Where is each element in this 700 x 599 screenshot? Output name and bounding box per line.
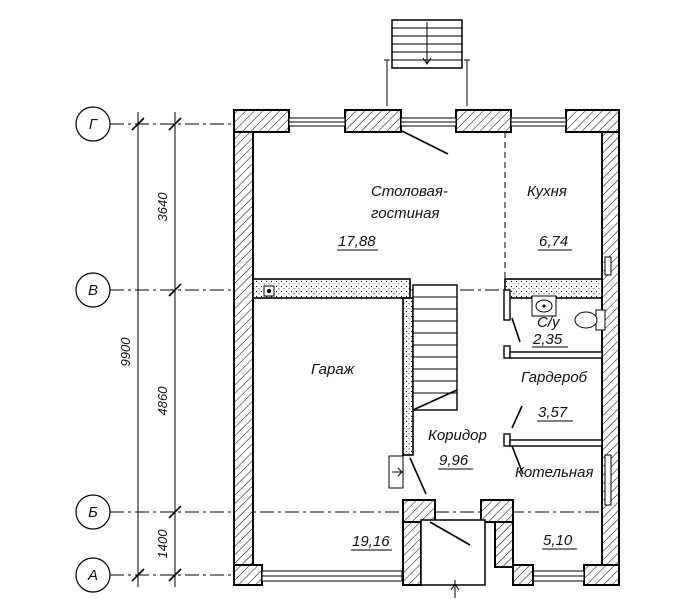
dim-4860: 4860 (155, 386, 170, 416)
partition-kitchen-bath (504, 278, 603, 299)
axis-marker-g: Г (75, 106, 111, 142)
axis-markers: Г В Б А (75, 106, 111, 593)
wall-top-3 (455, 109, 512, 133)
axis-marker-a: А (75, 557, 111, 593)
room-garage-area: 19,16 (352, 533, 390, 550)
axis-marker-v: В (75, 272, 111, 308)
interior-partitions (252, 278, 603, 598)
exterior-stair (384, 19, 470, 106)
door-swings (388, 129, 524, 495)
wall-top-4 (565, 109, 620, 133)
wall-bottom-left (233, 564, 263, 586)
dimension-chains: 9900 3640 4860 1400 (118, 112, 182, 587)
axis-label-a: А (87, 567, 98, 584)
room-wardrobe-name: Гардероб (521, 369, 588, 386)
room-corridor-area: 9,96 (439, 452, 469, 469)
room-living-name-1: Столовая- (371, 183, 448, 200)
room-boiler-name: Котельная (515, 464, 593, 481)
dim-total: 9900 (118, 337, 133, 367)
dim-1400: 1400 (155, 529, 170, 559)
wall-entry-left-lower (402, 521, 422, 586)
wall-right (601, 109, 620, 586)
wall-left (233, 109, 254, 586)
room-garage-name: Гараж (311, 361, 355, 378)
wall-top-2 (344, 109, 402, 133)
room-boiler-area: 5,10 (543, 532, 573, 549)
wall-entry-left (402, 499, 436, 523)
wall-boiler-bottom (512, 564, 534, 586)
room-corridor-name: Коридор (428, 427, 487, 444)
room-bathroom-area: 2,35 (532, 331, 563, 348)
toilet-icon (574, 309, 606, 331)
room-kitchen-area: 6,74 (539, 233, 568, 250)
axis-label-g: Г (89, 116, 99, 133)
room-wardrobe-area: 3,57 (538, 404, 568, 421)
axis-label-v: В (88, 282, 98, 299)
partition-garage-corridor (402, 297, 414, 456)
partition-living-garage (252, 278, 411, 299)
wall-bottom-right (583, 564, 620, 586)
wall-outlets-icon (604, 256, 612, 506)
wall-entry-right (480, 499, 514, 523)
room-living-area: 17,88 (338, 233, 376, 250)
fixtures (263, 256, 612, 506)
axis-label-b: Б (88, 504, 98, 521)
room-bathroom-name: С/у (537, 314, 561, 331)
interior-stair (412, 284, 458, 411)
room-labels: Столовая- гостиная 17,88 Кухня 6,74 Гара… (311, 183, 593, 551)
room-living-name-2: гостиная (371, 205, 440, 222)
room-kitchen-name: Кухня (527, 183, 567, 200)
radiator-icon (263, 285, 275, 297)
washbasin-icon (531, 295, 557, 317)
axis-marker-b: Б (75, 494, 111, 530)
dim-3640: 3640 (155, 192, 170, 222)
wall-top-1 (233, 109, 290, 133)
